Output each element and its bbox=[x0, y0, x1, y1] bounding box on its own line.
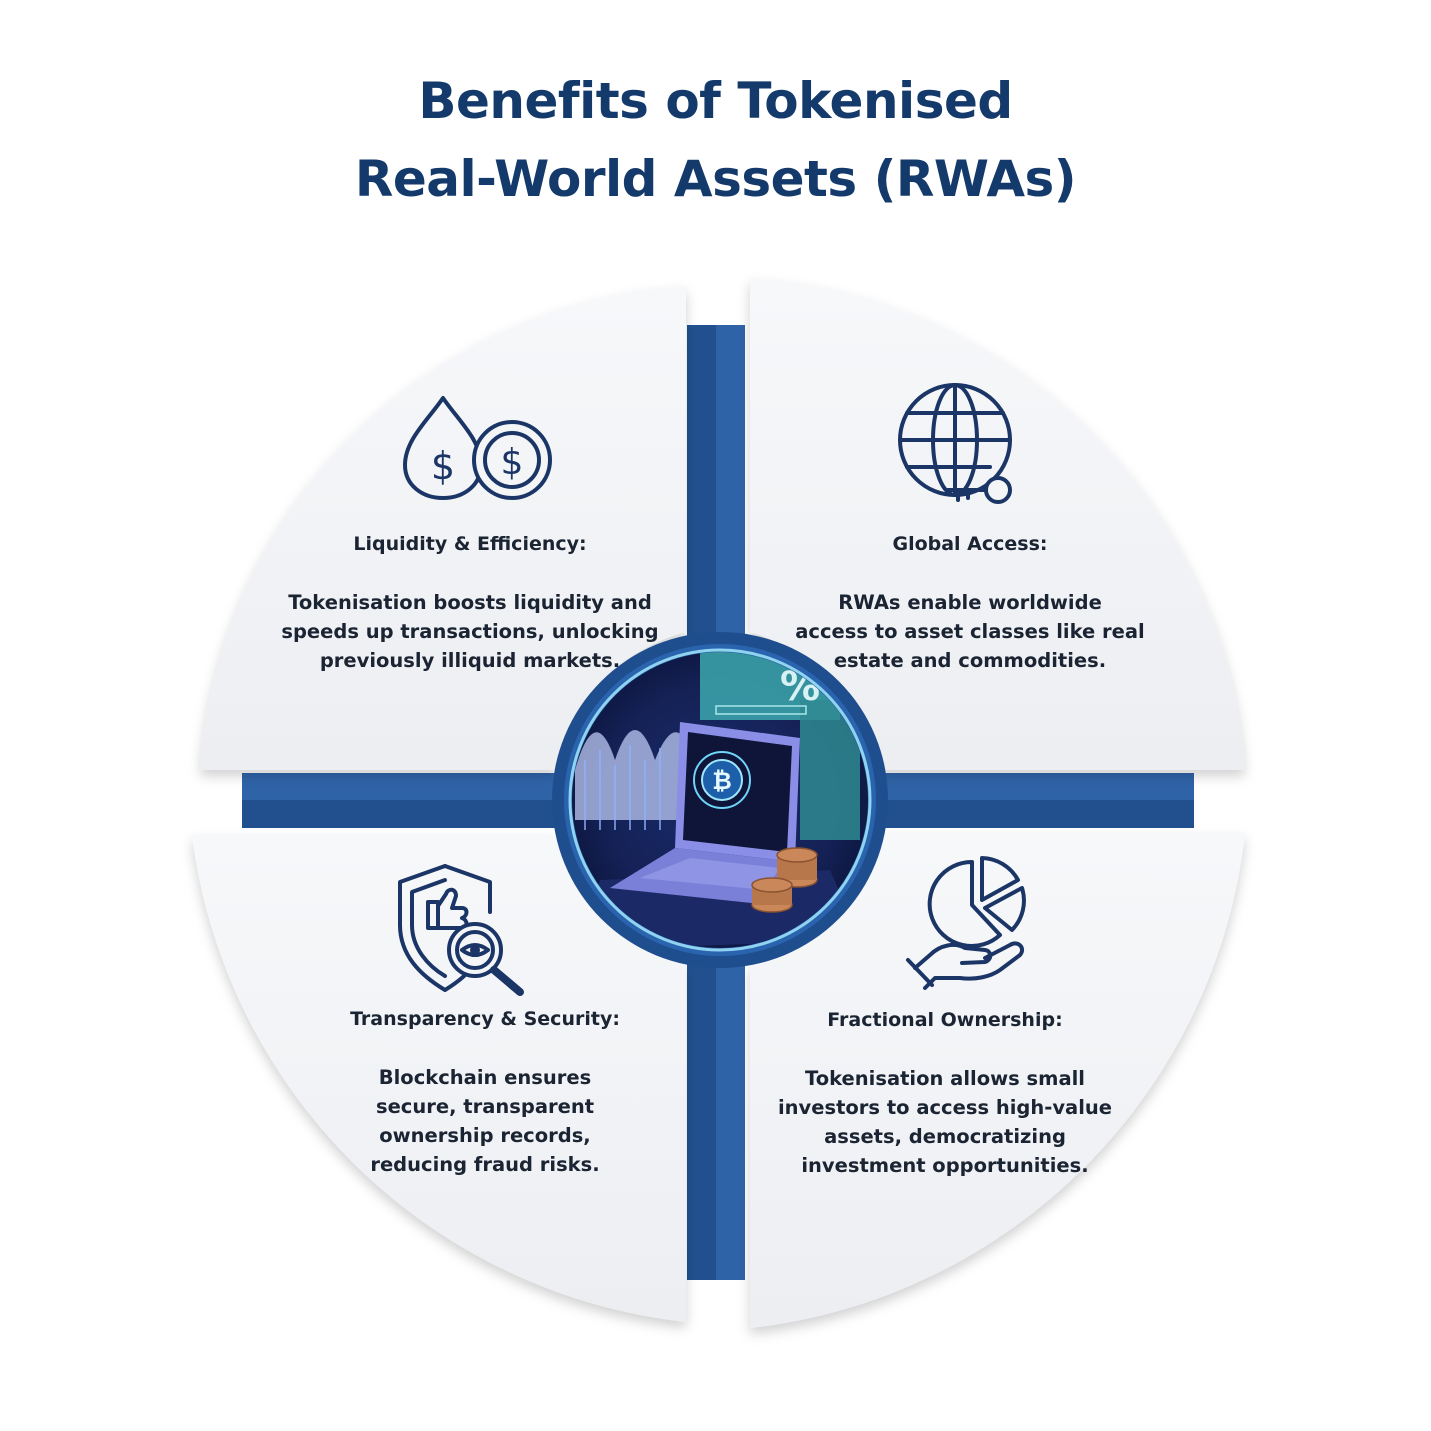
title-line-1: Benefits of Tokenised bbox=[418, 72, 1013, 130]
title-line-2: Real-World Assets (RWAs) bbox=[354, 150, 1077, 208]
panel-bottom-left bbox=[192, 835, 686, 1322]
svg-text:₿: ₿ bbox=[712, 767, 732, 795]
pie-chart-hand-icon bbox=[906, 856, 1026, 990]
body-global-access: RWAs enable worldwide access to asset cl… bbox=[795, 591, 1145, 672]
panel-top-left bbox=[200, 286, 686, 770]
quadrant-panels bbox=[192, 278, 1245, 1328]
shield-thumbs-up-magnifier-icon bbox=[398, 864, 524, 996]
svg-text:$: $ bbox=[501, 442, 524, 483]
svg-text:$: $ bbox=[431, 444, 455, 488]
body-transparency: Blockchain ensures secure, transparent o… bbox=[370, 1066, 600, 1176]
globe-key-icon bbox=[898, 383, 1012, 504]
quadrant-global-access: Global Access: RWAs enable worldwide acc… bbox=[760, 530, 1180, 675]
body-fractional-ownership: Tokenisation allows small investors to a… bbox=[777, 1067, 1112, 1177]
body-liquidity: Tokenisation boosts liquidity and speeds… bbox=[281, 591, 659, 672]
heading-liquidity: Liquidity & Efficiency: bbox=[353, 533, 587, 555]
page-title: Benefits of Tokenised Real-World Assets … bbox=[0, 62, 1431, 218]
quadrant-fractional-ownership: Fractional Ownership: Tokenisation allow… bbox=[735, 1006, 1155, 1180]
dollar-drop-coin-icon: $ $ bbox=[403, 396, 552, 500]
heading-fractional-ownership: Fractional Ownership: bbox=[827, 1009, 1063, 1031]
panel-bottom-right bbox=[750, 833, 1245, 1328]
quadrant-transparency: Transparency & Security: Blockchain ensu… bbox=[275, 1005, 695, 1179]
quadrant-liquidity: Liquidity & Efficiency: Tokenisation boo… bbox=[260, 530, 680, 675]
panel-top-right bbox=[750, 278, 1245, 770]
heading-transparency: Transparency & Security: bbox=[350, 1008, 620, 1030]
center-illustration: % ₿ bbox=[552, 632, 888, 968]
heading-global-access: Global Access: bbox=[892, 533, 1048, 555]
